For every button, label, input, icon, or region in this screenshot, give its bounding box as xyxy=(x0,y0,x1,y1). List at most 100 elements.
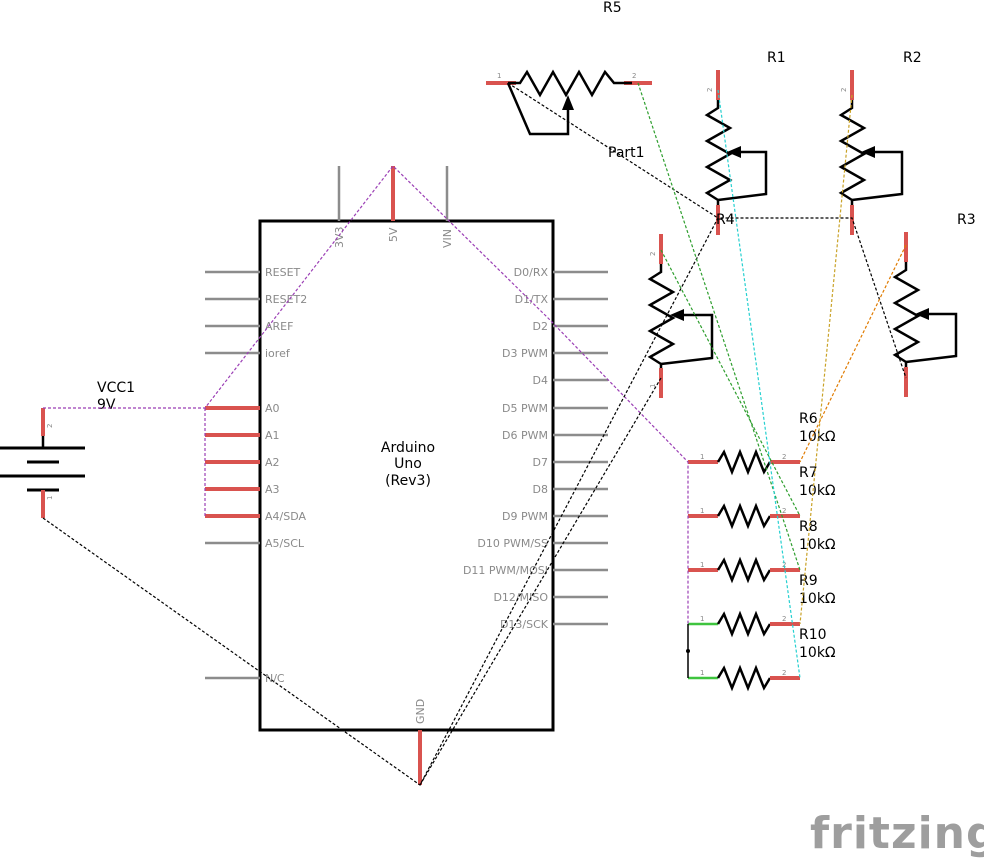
r5-wiper-path xyxy=(506,82,570,136)
resistor-bank: 1 2 1 2 1 2 1 2 1 2 xyxy=(686,411,836,692)
r4-zigzag xyxy=(647,264,676,368)
r6-name: R6 xyxy=(799,411,818,427)
r8-pin-number-1: 1 xyxy=(700,561,704,569)
pin-label-3v3: 3V3 xyxy=(333,226,346,248)
pin-label-d11: D11 PWM/MOSI xyxy=(463,564,548,577)
potentiometer-r1[interactable]: 2 R1 R4 xyxy=(704,50,786,235)
pin-label-d10: D10 PWM/SS xyxy=(477,537,548,550)
ratsnest-wires xyxy=(42,82,907,786)
r2-wiper-arrow xyxy=(861,146,875,158)
part1-label: Part1 xyxy=(608,145,645,161)
r8-pin-number-2: 2 xyxy=(782,561,786,569)
pin-label-d7: D7 xyxy=(533,456,548,469)
pin-label-d9: D9 PWM xyxy=(502,510,548,523)
r7-name: R7 xyxy=(799,465,818,481)
wire-r5-r8[interactable] xyxy=(637,82,801,571)
board-title: Arduino xyxy=(381,440,435,456)
r1-wiper-arrow xyxy=(727,146,741,158)
pin-label-d4: D4 xyxy=(533,374,548,387)
pin-label-d13: D13/SCK xyxy=(500,618,549,631)
r9-pin-number-2: 2 xyxy=(782,615,786,623)
resistor-r6[interactable]: 1 2 xyxy=(688,448,800,476)
r9-zigzag xyxy=(716,610,772,638)
r8-value: 10kΩ xyxy=(799,537,836,553)
r3-wiper-arrow xyxy=(915,308,929,320)
r6-zigzag xyxy=(716,448,772,476)
pin-label-d3: D3 PWM xyxy=(502,347,548,360)
r10-name: R10 xyxy=(799,627,827,643)
pin-label-d1: D1/TX xyxy=(515,293,549,306)
pin-label-d8: D8 xyxy=(533,483,548,496)
pin-label-a5: A5/SCL xyxy=(265,537,305,550)
r4-wiper-arrow xyxy=(670,309,684,321)
potentiometer-r4[interactable]: 2 1 xyxy=(647,234,714,398)
battery-value: 9V xyxy=(97,397,116,413)
r4-pin-number-2: 2 xyxy=(649,252,657,256)
r4-label: R4 xyxy=(716,212,735,228)
resistor-r9[interactable]: 1 2 xyxy=(688,610,800,638)
r5-zigzag xyxy=(508,69,632,98)
battery-pin-number-1: 1 xyxy=(46,496,54,500)
r8-name: R8 xyxy=(799,519,818,535)
r2-label: R2 xyxy=(903,50,922,66)
pin-label-aref: AREF xyxy=(265,320,293,333)
board-model: Uno xyxy=(394,456,422,472)
pin-label-a0: A0 xyxy=(265,402,280,415)
r1-label: R1 xyxy=(767,50,786,66)
potentiometer-r5[interactable]: 1 2 R5 Part1 xyxy=(486,0,652,161)
r2-wiper-path xyxy=(851,150,904,202)
resistor-r10[interactable]: 1 2 xyxy=(688,664,800,692)
r10-zigzag xyxy=(716,664,772,692)
arduino-outline xyxy=(258,219,555,732)
r9-value: 10kΩ xyxy=(799,591,836,607)
r9-pin-number-1: 1 xyxy=(700,615,704,623)
r10-value: 10kΩ xyxy=(799,645,836,661)
pin-label-d2: D2 xyxy=(533,320,548,333)
pin-label-ioref: ioref xyxy=(265,347,291,360)
r5-label: R5 xyxy=(603,0,622,16)
wire-r2-r9[interactable] xyxy=(799,94,853,625)
pin-label-d5: D5 PWM xyxy=(502,402,548,415)
battery-vcc1[interactable]: 2 1 VCC1 9V xyxy=(0,380,135,518)
r7-pin-number-1: 1 xyxy=(700,507,704,515)
r10-pin-number-1: 1 xyxy=(700,669,704,677)
wire-gnd-r4[interactable] xyxy=(419,377,662,786)
r3-zigzag xyxy=(892,262,921,367)
pin-label-gnd: GND xyxy=(414,699,427,724)
r9-name: R9 xyxy=(799,573,818,589)
wire-5v-net[interactable] xyxy=(43,165,689,624)
pin-label-nc: N/C xyxy=(265,672,285,685)
battery-pin-number-2: 2 xyxy=(46,424,54,428)
resistor-r7[interactable]: 1 2 xyxy=(688,502,800,530)
arduino-board: Arduino Uno (Rev3) 3V3 5V VIN RESET RESE… xyxy=(205,166,608,785)
r1-wiper-path xyxy=(717,150,768,202)
resistor-r8[interactable]: 1 2 xyxy=(688,556,800,584)
potentiometer-r2[interactable]: 2 R2 xyxy=(838,50,922,235)
battery-name: VCC1 xyxy=(97,380,135,396)
r10-pin-number-2: 2 xyxy=(782,669,786,677)
fritzing-logo: fritzing xyxy=(810,808,984,859)
r5-pin-number-1: 1 xyxy=(497,72,501,80)
potentiometer-r3[interactable]: R3 xyxy=(892,212,976,397)
r5-wiper-arrow xyxy=(562,95,574,110)
pin-label-a2: A2 xyxy=(265,456,280,469)
pin-label-a3: A3 xyxy=(265,483,280,496)
wire-gnd-net[interactable] xyxy=(42,217,907,786)
resistor-bus-junction xyxy=(686,649,690,653)
r4-wiper-path xyxy=(660,313,714,366)
r7-pin-number-2: 2 xyxy=(782,507,786,515)
r6-pin-number-2: 2 xyxy=(782,453,786,461)
r2-zigzag xyxy=(838,100,867,205)
wire-r5-gnd[interactable] xyxy=(507,82,719,219)
pin-label-d6: D6 PWM xyxy=(502,429,548,442)
r8-zigzag xyxy=(716,556,772,584)
r1-pin-number-2: 2 xyxy=(706,88,714,92)
r4-pin-number-1: 1 xyxy=(649,384,657,388)
wire-r4-r7[interactable] xyxy=(660,249,801,517)
wire-r3-r6[interactable] xyxy=(799,244,907,463)
pin-label-a4: A4/SDA xyxy=(265,510,306,523)
wire-r1-r10[interactable] xyxy=(717,89,801,679)
pin-label-reset2: RESET2 xyxy=(265,293,307,306)
r6-value: 10kΩ xyxy=(799,429,836,445)
